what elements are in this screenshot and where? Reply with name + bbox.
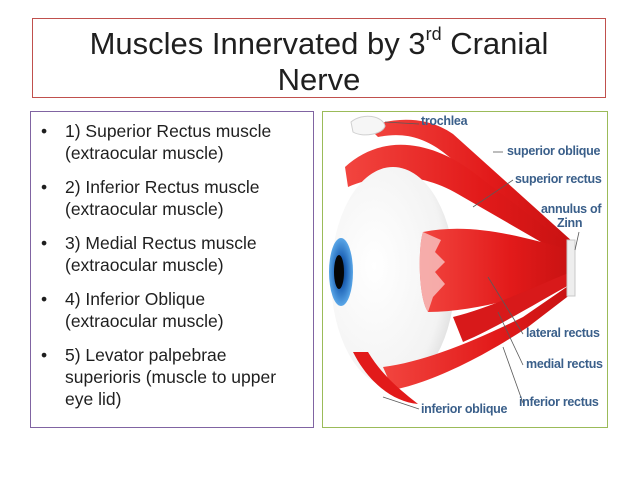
bullet-icon: • bbox=[41, 289, 48, 309]
eye-muscle-diagram: trochlea superior oblique superior rectu… bbox=[322, 111, 608, 428]
list-item-line: (extraocular muscle) bbox=[65, 311, 224, 331]
label-leader-lines bbox=[382, 121, 580, 410]
bullet-icon: • bbox=[41, 345, 48, 365]
title-superscript: rd bbox=[425, 24, 442, 44]
muscle-list: • 1) Superior Rectus muscle (extraocular… bbox=[37, 120, 309, 422]
annulus-of-zinn bbox=[566, 239, 576, 297]
eyeball bbox=[331, 167, 455, 387]
label-inferior-oblique: inferior oblique bbox=[421, 402, 508, 416]
lateral-rectus-tendon bbox=[419, 232, 445, 312]
label-trochlea: trochlea bbox=[421, 114, 468, 128]
list-item-line: 4) Inferior Oblique bbox=[65, 289, 206, 309]
list-item: • 5) Levator palpebrae superioris (muscl… bbox=[37, 344, 309, 410]
label-inferior-rectus: inferior rectus bbox=[519, 395, 599, 409]
list-item-line: 1) Superior Rectus muscle bbox=[65, 121, 272, 141]
slide-title-box: Muscles Innervated by 3rd Cranial Nerve bbox=[32, 18, 606, 98]
label-lateral-rectus: lateral rectus bbox=[526, 326, 600, 340]
list-item: • 2) Inferior Rectus muscle (extraocular… bbox=[37, 176, 309, 220]
bullet-icon: • bbox=[41, 177, 48, 197]
list-item-line: (extraocular muscle) bbox=[65, 143, 224, 163]
list-item: • 1) Superior Rectus muscle (extraocular… bbox=[37, 120, 309, 164]
inferior-rectus-muscle bbox=[383, 284, 571, 390]
list-item-line: eye lid) bbox=[65, 389, 122, 409]
bullet-icon: • bbox=[41, 233, 48, 253]
bullet-icon: • bbox=[41, 121, 48, 141]
trochlea-pulley bbox=[350, 115, 386, 136]
medial-rectus-muscle bbox=[453, 272, 571, 342]
eye-muscle-illustration bbox=[329, 115, 580, 410]
label-medial-rectus: medial rectus bbox=[526, 357, 603, 371]
label-superior-rectus: superior rectus bbox=[515, 172, 602, 186]
label-superior-oblique: superior oblique bbox=[507, 144, 601, 158]
inferior-oblique-muscle bbox=[353, 352, 418, 404]
label-annulus-of-zinn-line2: Zinn bbox=[557, 216, 583, 230]
slide-title-line1: Muscles Innervated by 3rd Cranial bbox=[33, 24, 605, 61]
slide-title-line2: Nerve bbox=[277, 62, 361, 97]
label-annulus-of-zinn-line1: annulus of bbox=[541, 202, 602, 216]
list-item-line: (extraocular muscle) bbox=[65, 199, 224, 219]
list-item-line: 3) Medial Rectus muscle bbox=[65, 233, 257, 253]
list-item-line: 2) Inferior Rectus muscle bbox=[65, 177, 260, 197]
pupil bbox=[334, 255, 344, 289]
list-item-line: (extraocular muscle) bbox=[65, 255, 224, 275]
title-text-end: Cranial bbox=[441, 26, 549, 61]
list-item-line: 5) Levator palpebrae bbox=[65, 345, 227, 365]
list-item-line: superioris (muscle to upper bbox=[65, 367, 277, 387]
list-item: • 3) Medial Rectus muscle (extraocular m… bbox=[37, 232, 309, 276]
muscle-list-box: • 1) Superior Rectus muscle (extraocular… bbox=[30, 111, 314, 428]
list-item: • 4) Inferior Oblique (extraocular muscl… bbox=[37, 288, 309, 332]
title-text: Muscles Innervated by 3 bbox=[89, 26, 426, 61]
